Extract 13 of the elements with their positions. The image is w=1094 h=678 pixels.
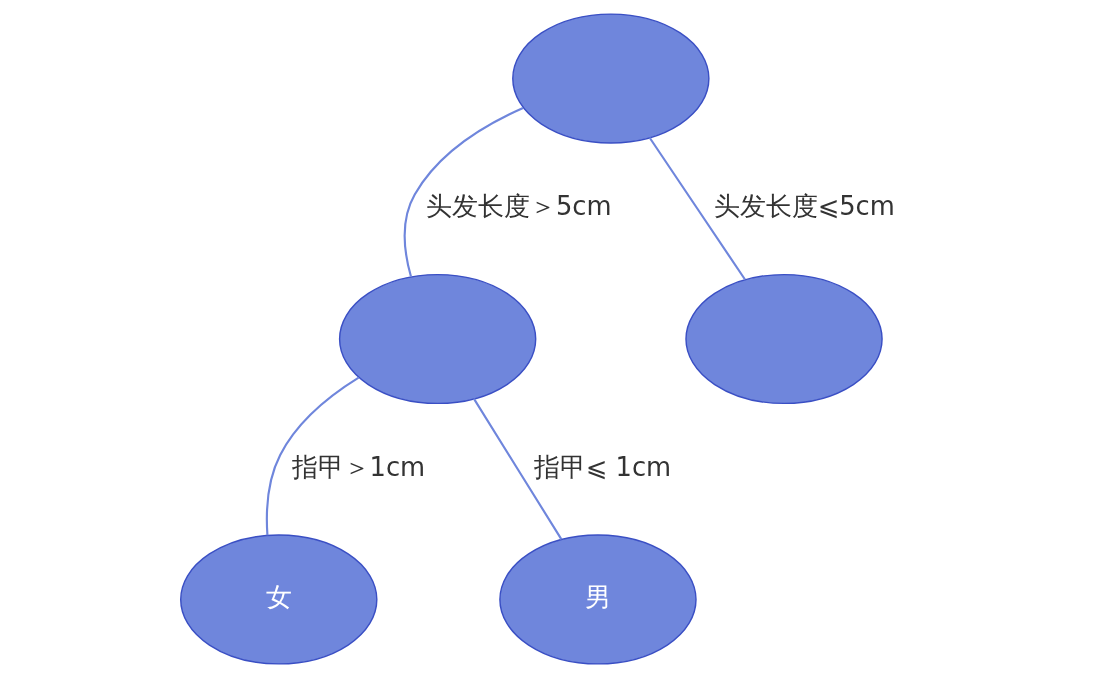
connector	[648, 137, 746, 281]
node-ellipse: 男	[498, 534, 697, 665]
edge-label: 头发长度＞5cm	[425, 191, 612, 222]
connector	[265, 376, 359, 536]
node-ellipse	[684, 273, 883, 405]
node-ellipse	[511, 13, 710, 144]
edge-label: 指甲＞1cm	[291, 451, 425, 482]
node-ellipse	[338, 273, 536, 405]
connector	[403, 107, 523, 277]
node-ellipse: 女	[179, 534, 378, 665]
edge-label: 指甲⩽ 1cm	[533, 451, 671, 482]
connector	[472, 398, 562, 540]
edge-label: 头发长度⩽5cm	[713, 191, 895, 222]
